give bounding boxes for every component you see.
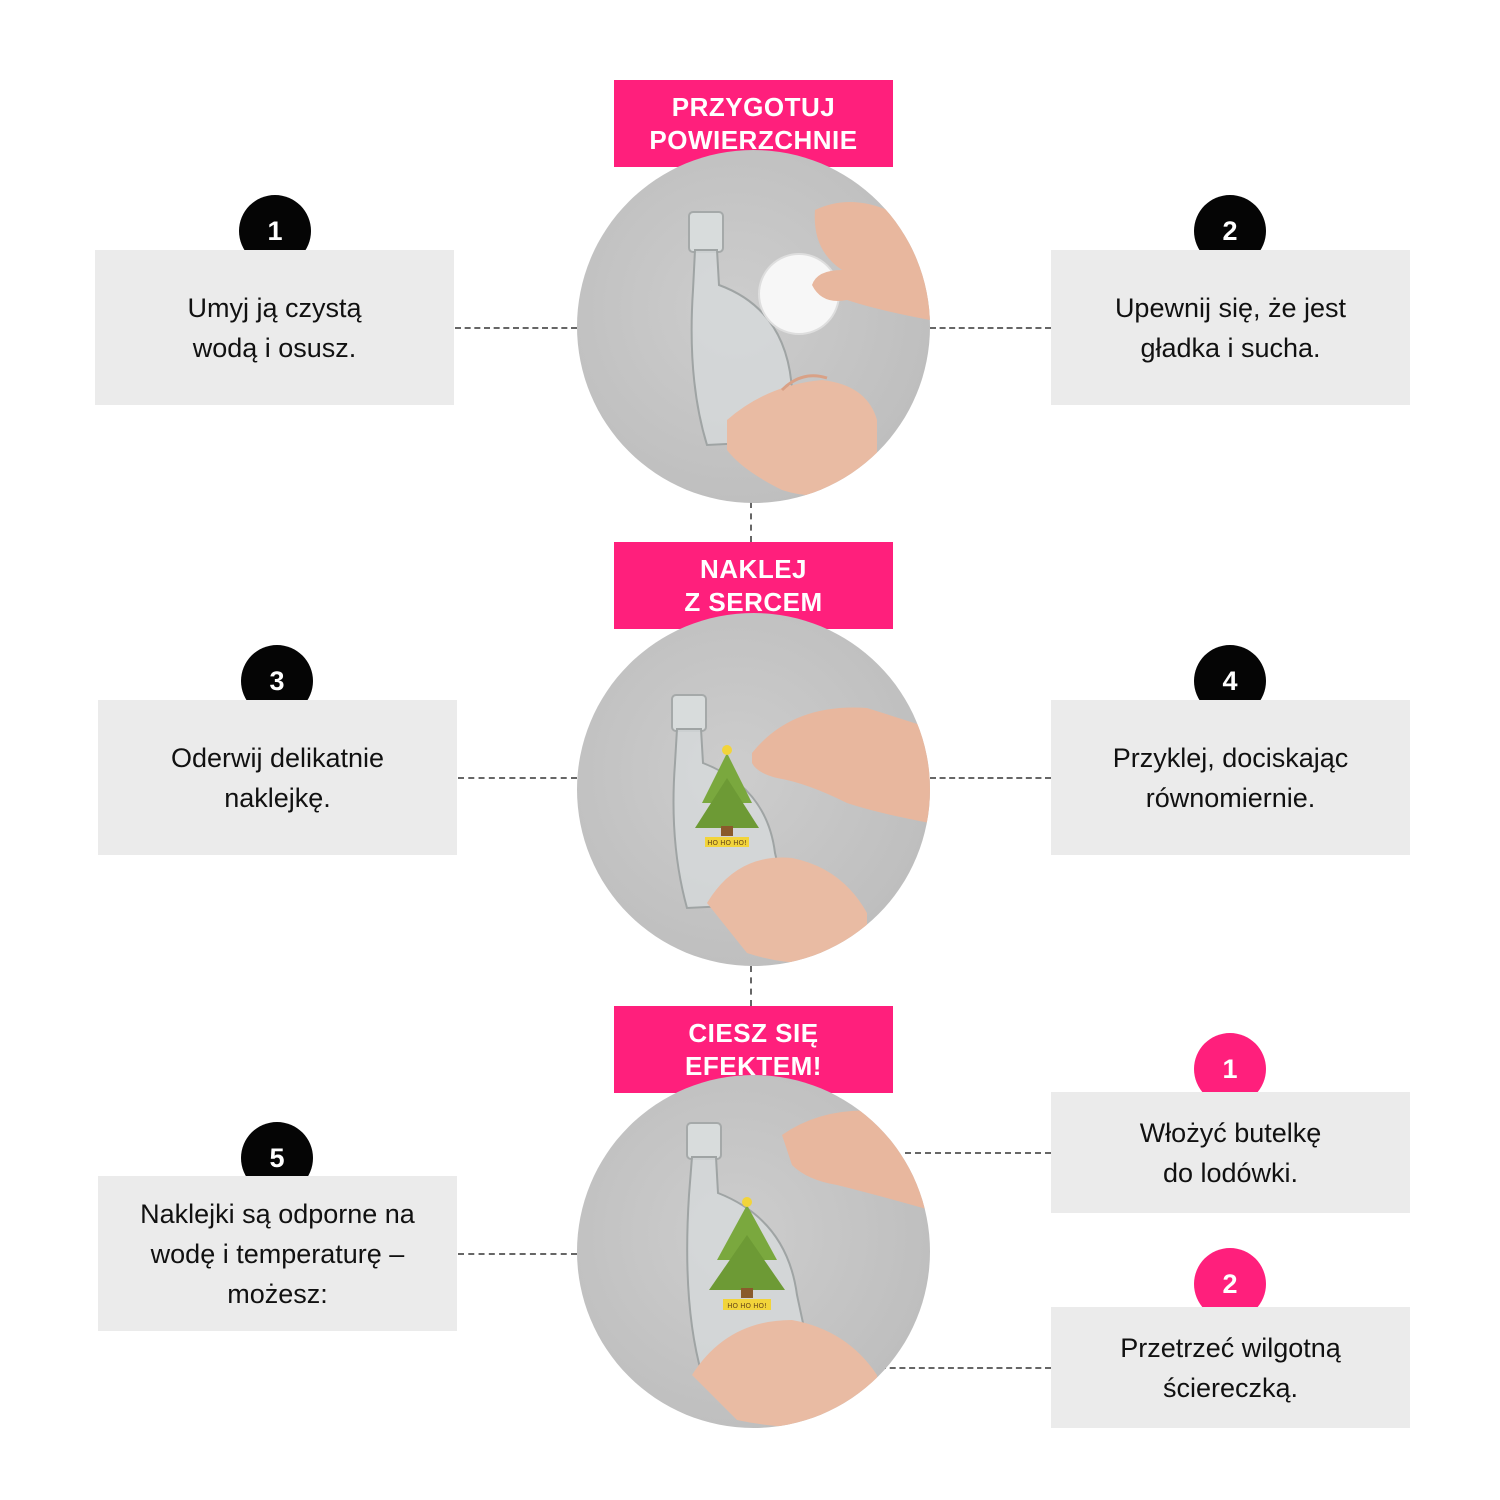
section-header-line: PRZYGOTUJ xyxy=(671,91,836,122)
step-text-line: Naklejki są odporne na xyxy=(140,1198,415,1229)
step-4-box: Przyklej, dociskając równomiernie. xyxy=(1051,700,1410,855)
connector-vertical-2 xyxy=(750,966,752,1006)
section-header-line: POWIERZCHNIE xyxy=(649,124,858,155)
connector-option-2 xyxy=(880,1367,1051,1369)
step-text-line: możesz: xyxy=(227,1278,328,1309)
step-number: 3 xyxy=(269,665,285,696)
step-number: 2 xyxy=(1222,215,1238,246)
finished-bottle-illustration: HO HO HO! xyxy=(686,1110,930,1428)
option-text-line: do lodówki. xyxy=(1162,1157,1299,1188)
step-text-line: równomiernie. xyxy=(1145,782,1316,813)
sticker-banner-text: HO HO HO! xyxy=(707,839,747,847)
section-header-line: Z SERCEM xyxy=(684,586,823,617)
connector-vertical-1 xyxy=(750,502,752,542)
option-1-box: Włożyć butelkę do lodówki. xyxy=(1051,1092,1410,1213)
step-text-line: Przyklej, dociskając xyxy=(1112,742,1349,773)
section-header-line: NAKLEJ xyxy=(699,553,807,584)
photo-apply-sticker: HO HO HO! xyxy=(577,613,930,966)
connector-step-3 xyxy=(458,777,577,779)
step-3-box: Oderwij delikatnie naklejkę. xyxy=(98,700,457,855)
sticker-banner-text: HO HO HO! xyxy=(727,1302,767,1310)
connector-option-1 xyxy=(905,1152,1051,1154)
step-text-line: Upewnij się, że jest xyxy=(1114,292,1347,323)
step-2-box: Upewnij się, że jest gładka i sucha. xyxy=(1051,250,1410,405)
section-header-line: CIESZ SIĘ xyxy=(688,1017,819,1048)
photo-finished-bottle: HO HO HO! xyxy=(577,1075,930,1428)
wipe-bottle-illustration xyxy=(688,202,930,496)
option-number: 2 xyxy=(1222,1268,1238,1299)
option-2-box: Przetrzeć wilgotną ściereczką. xyxy=(1051,1307,1410,1428)
step-5-box: Naklejki są odporne na wodę i temperatur… xyxy=(98,1176,457,1331)
step-number: 5 xyxy=(269,1142,285,1173)
step-text-line: wodą i osusz. xyxy=(192,332,357,363)
option-text-line: Włożyć butelkę xyxy=(1139,1117,1322,1148)
step-text-line: wodę i temperaturę – xyxy=(150,1238,405,1269)
connector-step-1 xyxy=(455,327,577,329)
connector-step-4 xyxy=(930,777,1051,779)
step-number: 4 xyxy=(1222,665,1238,696)
step-number: 1 xyxy=(267,215,283,246)
step-text-line: naklejkę. xyxy=(224,782,331,813)
option-number: 1 xyxy=(1222,1053,1238,1084)
section-header-apply: NAKLEJ Z SERCEM xyxy=(614,542,893,629)
connector-step-2 xyxy=(930,327,1051,329)
option-text-line: Przetrzeć wilgotną xyxy=(1120,1332,1341,1363)
step-text-line: Oderwij delikatnie xyxy=(170,742,385,773)
step-text-line: Umyj ją czystą xyxy=(187,292,362,323)
option-text-line: ściereczką. xyxy=(1162,1372,1299,1403)
step-1-box: Umyj ją czystą wodą i osusz. xyxy=(95,250,454,405)
connector-step-5 xyxy=(458,1253,577,1255)
photo-wipe-bottle xyxy=(577,150,930,503)
step-text-line: gładka i sucha. xyxy=(1140,332,1321,363)
apply-sticker-illustration: HO HO HO! xyxy=(671,694,930,963)
